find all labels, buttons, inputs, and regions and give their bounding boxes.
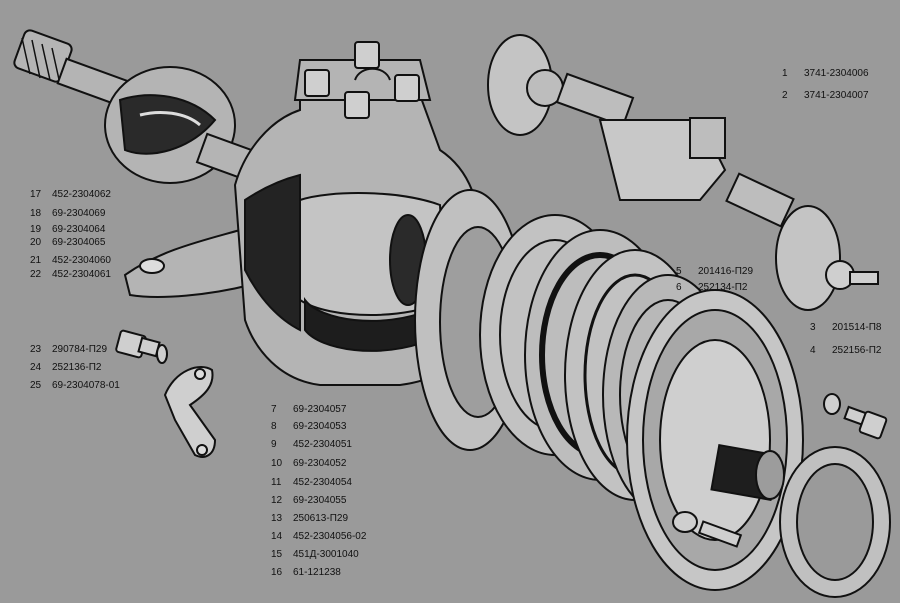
kingpin-bolts (304, 41, 420, 119)
flange-bolt-and-washer (823, 393, 888, 440)
axle-assembly-inset (487, 34, 879, 311)
spindle-flange (626, 289, 804, 591)
lock-plate (163, 366, 217, 458)
gasket (779, 446, 891, 598)
bolt-and-washer (115, 329, 168, 364)
drive-shaft-with-cv-joint (13, 29, 275, 188)
